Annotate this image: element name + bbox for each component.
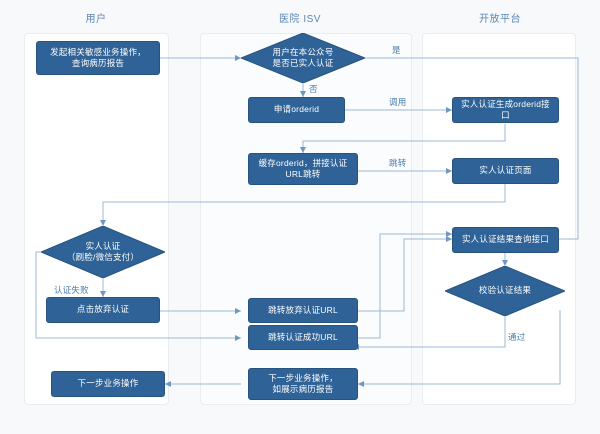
node-next-business-operation-user[interactable]: 下一步业务操作 — [51, 371, 165, 397]
edge-label-call: 调用 — [389, 97, 407, 107]
node-cache-orderid-build-url[interactable]: 缓存orderid，拼接认证 URL跳转 — [248, 153, 358, 185]
node-click-abandon-verification[interactable]: 点击放弃认证 — [46, 297, 160, 323]
lane-title-user: 用户 — [85, 14, 107, 25]
node-label: 实人认证页面 — [479, 165, 532, 176]
node-label-line2: 如展示病历报告 — [272, 384, 334, 394]
edge-label-no: 否 — [309, 84, 318, 94]
lane-panel-user — [24, 33, 169, 405]
decision-label-line1: 实人认证 — [85, 240, 121, 251]
decision-label: 校验认证结果 — [478, 285, 532, 296]
node-redirect-success-url[interactable]: 跳转认证成功URL — [248, 325, 358, 350]
node-label-line2: 查询病历报告 — [71, 58, 125, 68]
node-label-line2: URL跳转 — [285, 169, 321, 179]
node-label: 跳转认证成功URL — [268, 331, 338, 342]
lane-panel-platform — [422, 33, 576, 405]
lane-title-isv: 医院 ISV — [279, 14, 321, 25]
decision-user-already-verified[interactable]: 用户在本公众号 是否已实人认证 — [241, 33, 365, 83]
edge-label-yes: 是 — [392, 45, 401, 55]
decision-label-line2: （刷脸/微信支付） — [66, 252, 140, 262]
decision-label-line1: 用户在本公众号 — [272, 46, 334, 57]
node-label: 实人认证结果查询接口 — [461, 234, 549, 245]
node-label-line1: 发起相关敏感业务操作， — [50, 46, 146, 57]
node-label: 点击放弃认证 — [76, 304, 130, 315]
node-query-verification-result-api[interactable]: 实人认证结果查询接口 — [452, 227, 559, 253]
node-generate-orderid-api[interactable]: 实人认证生成orderid接口 — [452, 97, 559, 123]
node-initiate-sensitive-operation[interactable]: 发起相关敏感业务操作， 查询病历报告 — [36, 41, 160, 75]
decision-check-verification-result[interactable]: 校验认证结果 — [445, 266, 565, 316]
node-verification-page[interactable]: 实人认证页面 — [452, 158, 559, 184]
node-label: 跳转放弃认证URL — [268, 304, 338, 315]
edge-label-fail: 认证失败 — [54, 285, 89, 295]
node-label: 实人认证生成orderid接口 — [461, 98, 550, 120]
node-redirect-abandon-url[interactable]: 跳转放弃认证URL — [248, 298, 358, 323]
node-next-business-operation-isv[interactable]: 下一步业务操作， 如展示病历报告 — [248, 368, 358, 400]
lane-title-platform: 开放平台 — [479, 14, 521, 25]
node-label: 下一步业务操作 — [77, 378, 139, 389]
edge-label-jump: 跳转 — [389, 158, 407, 168]
node-apply-orderid[interactable]: 申请orderid — [248, 97, 345, 123]
diamond-shape — [241, 33, 365, 83]
diamond-shape — [445, 266, 565, 316]
node-label-line1: 下一步业务操作， — [268, 372, 338, 383]
decision-label-line2: 是否已实人认证 — [272, 58, 334, 68]
diamond-shape — [41, 226, 165, 278]
node-label: 申请orderid — [273, 104, 320, 115]
node-label-line1: 缓存orderid，拼接认证 — [258, 157, 348, 168]
decision-real-name-verification[interactable]: 实人认证 （刷脸/微信支付） — [41, 226, 165, 278]
edge-label-pass: 通过 — [508, 332, 526, 342]
